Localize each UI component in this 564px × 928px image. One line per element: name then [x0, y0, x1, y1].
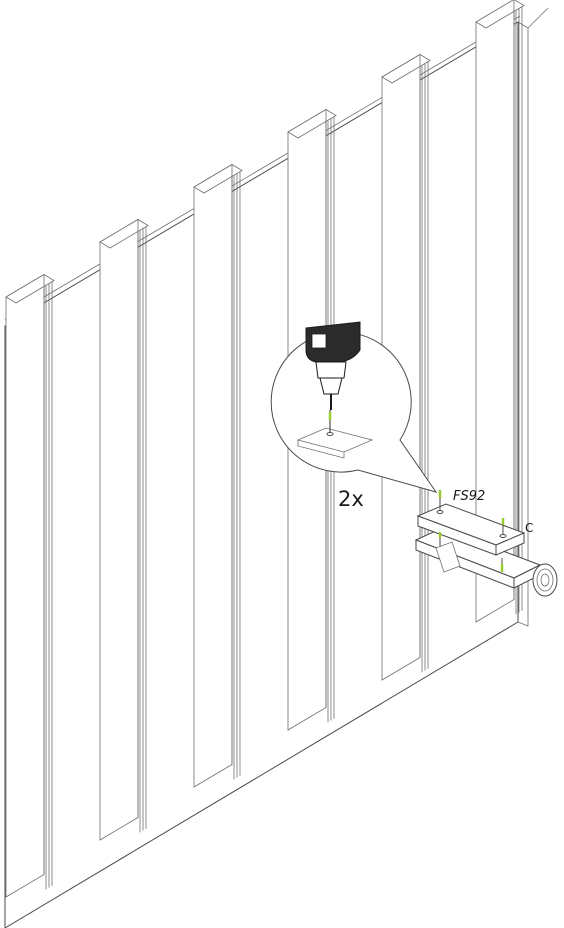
- screw-icon: [499, 518, 507, 538]
- batten-cap: [193, 164, 243, 194]
- batten: [193, 163, 233, 788]
- hinge-roll: [532, 563, 558, 597]
- hinge-bracket: [414, 490, 558, 597]
- batten: [99, 218, 139, 841]
- panel: [4, 7, 549, 928]
- panel-right-edge: [517, 21, 529, 627]
- panel-top-edge: [4, 15, 521, 321]
- drill-icon: [305, 321, 361, 410]
- detail-callout: [270, 321, 438, 493]
- callout-bubble: [270, 331, 438, 493]
- quantity-label: 2x: [338, 487, 364, 511]
- batten-cap: [5, 274, 55, 304]
- panel-top-right: [527, 7, 549, 29]
- callout-plate: [296, 427, 374, 453]
- screw-icon: [326, 410, 334, 436]
- batten-cap: [381, 54, 431, 84]
- part-label: FS92: [453, 489, 485, 504]
- batten-cap: [475, 0, 525, 29]
- batten-cap: [99, 219, 149, 249]
- bracket-upper-end: [495, 532, 525, 556]
- batten: [5, 273, 45, 898]
- panel-face: [4, 21, 519, 928]
- side-label: C: [525, 521, 533, 535]
- bracket-inner-block: [435, 541, 461, 573]
- screw-icon: [436, 490, 444, 514]
- battens: [5, 0, 525, 898]
- batten-cap: [287, 109, 337, 139]
